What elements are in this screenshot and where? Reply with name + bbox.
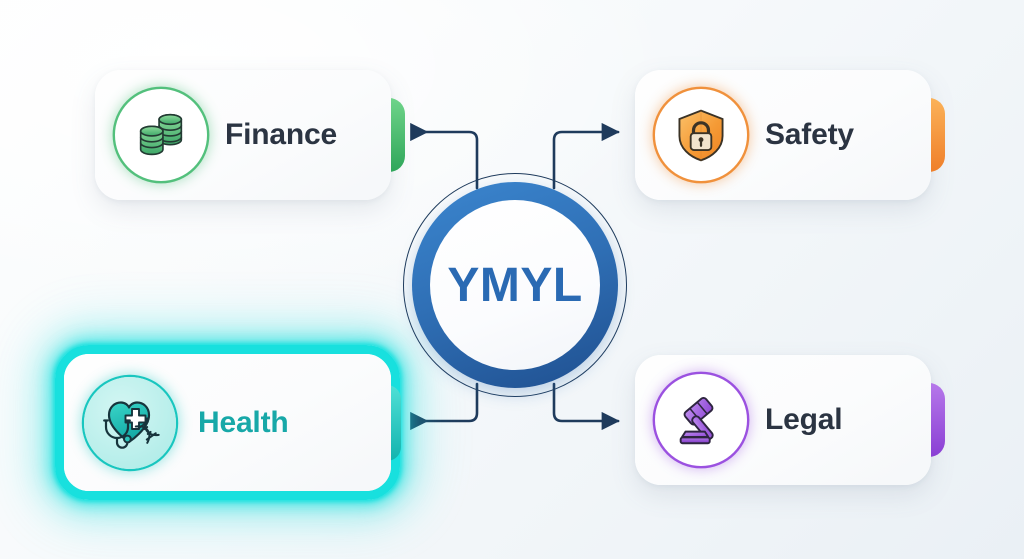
shield-lock-icon bbox=[678, 109, 724, 162]
card-safety-body: Safety bbox=[635, 70, 931, 200]
health-icon-badge bbox=[84, 376, 176, 469]
card-legal-label: Legal bbox=[765, 403, 843, 436]
card-health-label: Health bbox=[198, 405, 289, 439]
hub-ymyl[interactable]: YMYL bbox=[403, 173, 627, 397]
card-finance[interactable]: Finance bbox=[95, 70, 405, 200]
card-health-highlight-ring: Health bbox=[55, 345, 401, 500]
gavel-icon bbox=[679, 396, 714, 445]
card-health-body: Health bbox=[64, 354, 391, 491]
card-health[interactable]: Health bbox=[64, 354, 401, 491]
card-safety-label: Safety bbox=[765, 118, 854, 151]
card-legal[interactable]: Legal bbox=[635, 355, 945, 485]
card-safety[interactable]: Safety bbox=[635, 70, 945, 200]
heart-stethoscope-dna-icon bbox=[103, 400, 160, 449]
gavel-icon-badge bbox=[655, 374, 747, 466]
hub-core: YMYL bbox=[430, 200, 600, 370]
card-finance-label: Finance bbox=[225, 118, 337, 151]
card-finance-body: Finance bbox=[95, 70, 391, 200]
hub-outline-ring bbox=[403, 173, 627, 397]
shield-lock-icon-badge bbox=[655, 89, 747, 181]
coins-icon bbox=[139, 113, 183, 156]
coins-icon-badge bbox=[115, 89, 207, 181]
card-legal-body: Legal bbox=[635, 355, 931, 485]
hub-label: YMYL bbox=[447, 258, 583, 312]
